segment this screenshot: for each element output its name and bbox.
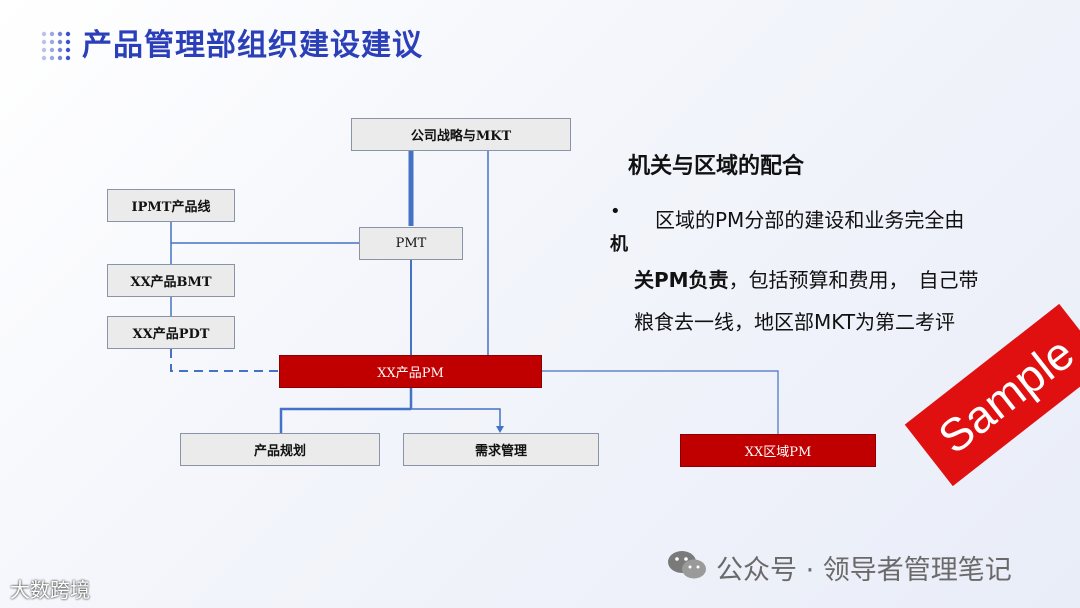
node-region-pm: XX区域PM xyxy=(680,434,876,467)
text-line-2: 机 xyxy=(610,234,628,255)
corner-watermark: 大数跨境 xyxy=(10,578,90,602)
title-dots-icon xyxy=(41,31,71,61)
node-pmt: PMT xyxy=(359,227,463,260)
wechat-icon xyxy=(668,551,706,579)
text-line-4: 粮食去一线，地区部MKT为第二考评 xyxy=(634,310,956,334)
node-strategy-mkt: 公司战略与MKT xyxy=(351,118,571,151)
connector-pdt-pm-dashed xyxy=(170,349,280,372)
text-line-3-bold: 关PM负责 xyxy=(634,268,729,292)
connector-to-planning xyxy=(279,407,411,433)
node-bmt: XX产品BMT xyxy=(107,264,235,297)
wechat-account-watermark: 公众号 · 领导者管理笔记 xyxy=(716,555,1012,586)
node-ipmt: IPMT产品线 xyxy=(107,189,235,222)
node-product-pm: XX产品PM xyxy=(279,355,542,388)
text-line-1: 区域的PM分部的建设和业务完全由 xyxy=(655,208,965,232)
bullet-marker: • xyxy=(610,201,621,222)
connector-requirements-arrow xyxy=(496,426,504,433)
connector-pm-region xyxy=(541,370,779,434)
text-line-3: 关PM负责，包括预算和费用， 自己带 xyxy=(634,264,979,293)
cooperation-heading: 机关与区域的配合 xyxy=(628,154,805,179)
node-product-planning: 产品规划 xyxy=(180,433,380,466)
connector-to-requirements xyxy=(411,408,501,427)
page-title: 产品管理部组织建设建议 xyxy=(82,28,423,63)
text-line-3-rest: ，包括预算和费用， 自己带 xyxy=(728,268,979,292)
node-requirements-management: 需求管理 xyxy=(403,433,599,466)
node-pdt: XX产品PDT xyxy=(107,316,235,349)
